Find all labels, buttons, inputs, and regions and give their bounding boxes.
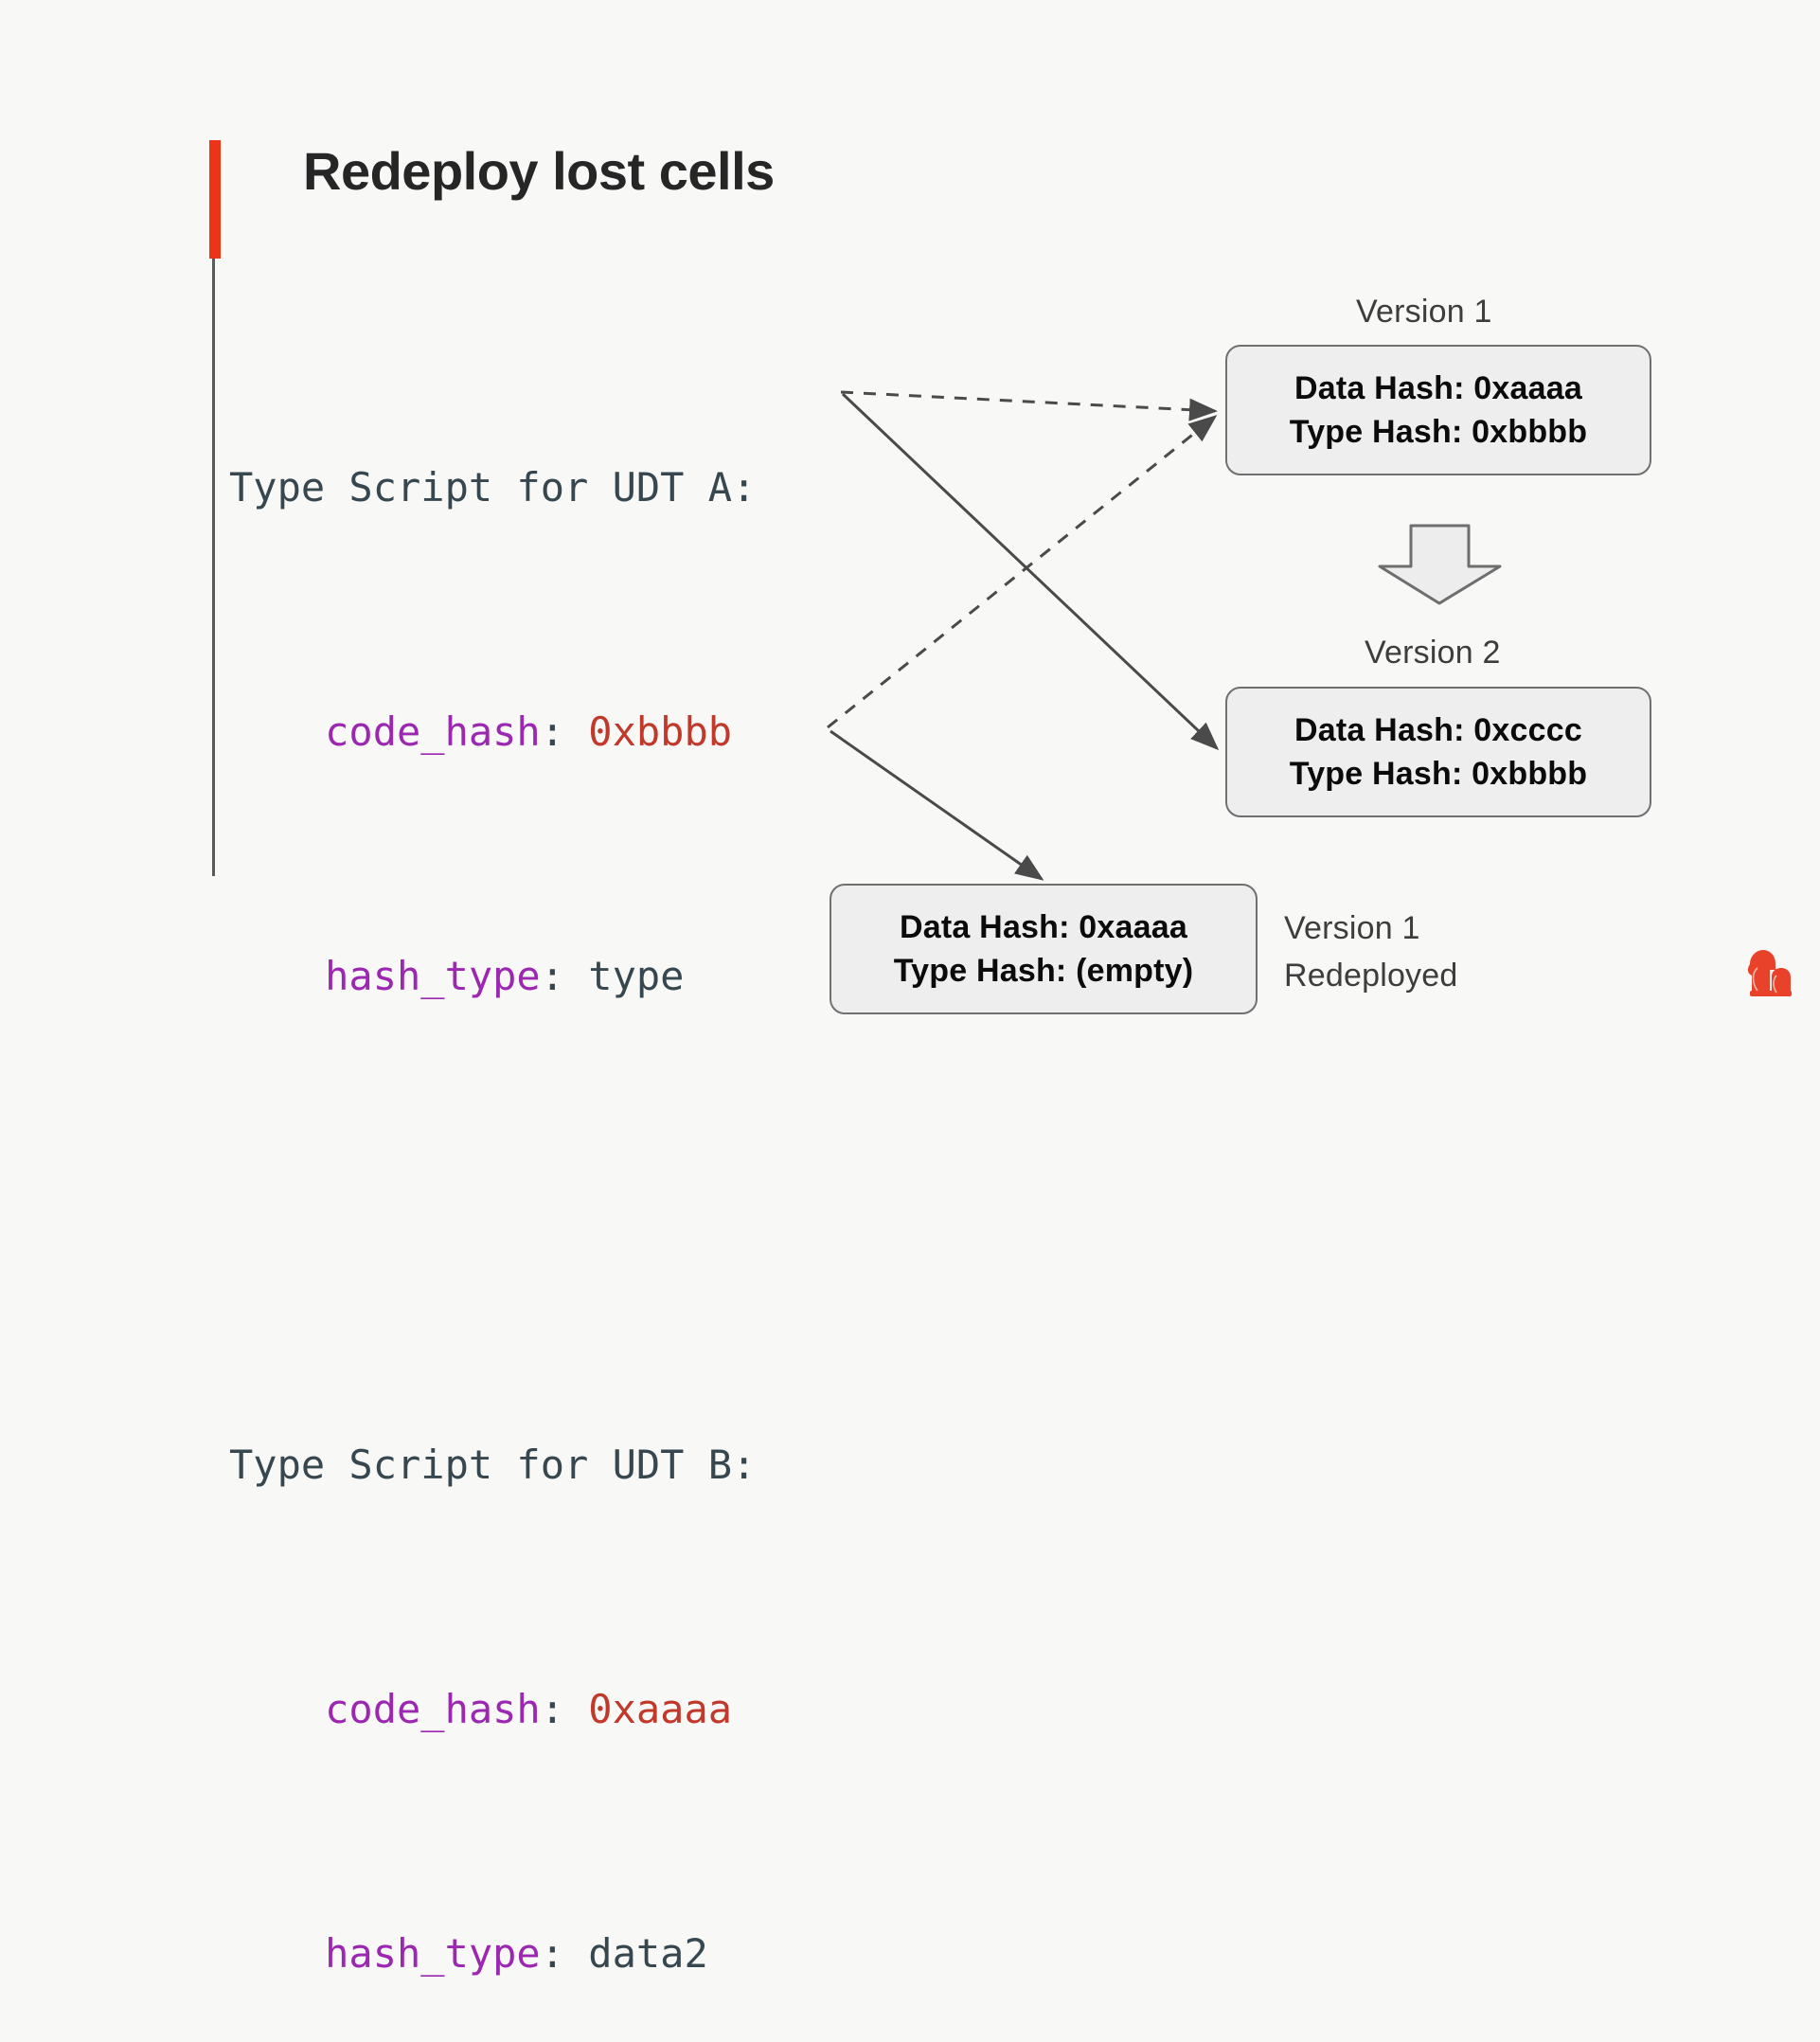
code-key-hash-type-b: hash_type (325, 1930, 541, 1977)
code-block: Type Script for UDT A: code_hash: 0xbbbb… (229, 284, 756, 2042)
version-1-type-hash: Type Hash: 0xbbbb (1289, 414, 1588, 450)
code-value-hash-type-b: data2 (588, 1930, 708, 1977)
code-line-udt-a-hash-type: hash_type: type (229, 936, 756, 1017)
cell-box-version-1[interactable]: Data Hash: 0xaaaa Type Hash: 0xbbbb (1225, 345, 1651, 475)
title-accent-bar (209, 140, 221, 259)
version-1-redeployed-data-hash: Data Hash: 0xaaaa (900, 909, 1187, 945)
edge-udt-a-to-version2 (841, 392, 1220, 751)
page-title: Redeploy lost cells (303, 141, 775, 201)
code-blank-line (229, 1180, 756, 1262)
code-sep-a-2: : (540, 953, 589, 999)
version-2-data-hash: Data Hash: 0xcccc (1294, 712, 1582, 748)
content-vertical-rule (212, 259, 215, 876)
edge-udt-a-to-version1 (840, 390, 1218, 421)
cell-box-version-2[interactable]: Data Hash: 0xcccc Type Hash: 0xbbbb (1225, 687, 1651, 817)
slide-canvas: Redeploy lost cells Type Script for UDT … (209, 140, 1792, 1977)
version-2-type-hash: Type Hash: 0xbbbb (1289, 756, 1588, 792)
code-value-code-hash-b: 0xaaaa (588, 1686, 733, 1732)
version-1-redeployed-label-line2: Redeployed (1284, 958, 1458, 994)
cell-box-version-1-redeployed[interactable]: Data Hash: 0xaaaa Type Hash: (empty) (830, 884, 1258, 1014)
code-line-udt-b-header: Type Script for UDT B: (229, 1442, 757, 1488)
code-value-hash-type-a: type (588, 953, 685, 999)
version1-to-version2-upgrade-arrow (1378, 524, 1502, 605)
code-line-udt-a-code-hash: code_hash: 0xbbbb (229, 691, 756, 773)
code-key-code-hash-b: code_hash (325, 1686, 541, 1732)
code-sep-b-1: : (540, 1686, 589, 1732)
code-line-udt-b-code-hash: code_hash: 0xaaaa (229, 1669, 756, 1750)
code-key-code-hash-a: code_hash (325, 708, 541, 755)
version-1-data-hash: Data Hash: 0xaaaa (1294, 370, 1582, 406)
code-line-udt-b-hash-type: hash_type: data2 (229, 1913, 756, 1995)
edge-udt-b-to-version1-redeployed (830, 729, 1044, 881)
code-sep-a-1: : (540, 708, 589, 755)
version-1-redeployed-label: Version 1 Redeployed (1284, 905, 1457, 999)
version-1-redeployed-label-line1: Version 1 (1284, 910, 1420, 946)
edge-udt-b-to-version1 (827, 415, 1218, 729)
code-line-udt-a-header: Type Script for UDT A: (229, 464, 757, 510)
code-value-code-hash-a: 0xbbbb (588, 708, 733, 755)
gorilla-logo (1747, 950, 1792, 996)
version-1-label: Version 1 (1356, 294, 1492, 330)
version-1-redeployed-type-hash: Type Hash: (empty) (893, 953, 1194, 989)
version-2-label: Version 2 (1365, 635, 1501, 671)
code-sep-b-2: : (540, 1930, 589, 1977)
code-key-hash-type-a: hash_type (325, 953, 541, 999)
